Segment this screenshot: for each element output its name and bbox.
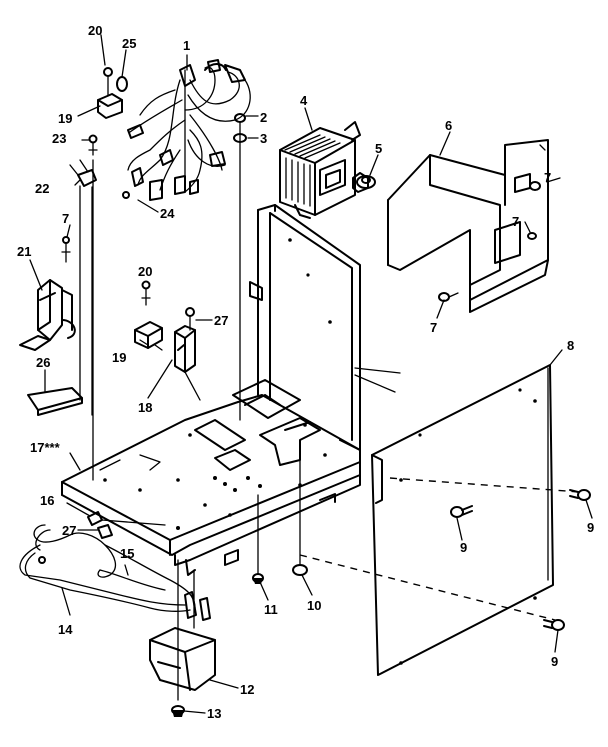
callout-1: 1 bbox=[183, 38, 190, 53]
leader-lines bbox=[29, 34, 593, 714]
callout-7-middle: 7 bbox=[512, 214, 519, 229]
callout-12: 12 bbox=[240, 682, 254, 697]
callout-21: 21 bbox=[17, 244, 31, 259]
bracket-21 bbox=[19, 236, 76, 351]
callout-10: 10 bbox=[307, 598, 321, 613]
screw-9a bbox=[450, 505, 473, 518]
callout-14: 14 bbox=[58, 622, 73, 637]
callout-27-lower: 27 bbox=[62, 523, 76, 538]
callout-7-left: 7 bbox=[62, 211, 69, 226]
callout-16: 16 bbox=[40, 493, 54, 508]
callout-5: 5 bbox=[375, 141, 382, 156]
screw-13 bbox=[171, 705, 185, 717]
callout-20-upper: 20 bbox=[88, 23, 102, 38]
callout-labels: 1 2 3 4 5 6 7 7 7 7 8 9 9 9 10 11 12 13 … bbox=[17, 23, 594, 721]
callout-25: 25 bbox=[122, 36, 136, 51]
callout-27-upper: 27 bbox=[214, 313, 228, 328]
screw-7-right bbox=[438, 181, 541, 302]
callout-19-lower: 19 bbox=[112, 350, 126, 365]
callout-15: 15 bbox=[120, 546, 134, 561]
transformer-4 bbox=[279, 121, 369, 219]
callout-19-upper: 19 bbox=[58, 111, 72, 126]
callout-13: 13 bbox=[207, 706, 221, 721]
callout-2: 2 bbox=[260, 110, 267, 125]
callout-6: 6 bbox=[445, 118, 452, 133]
wire-harness-1 bbox=[122, 59, 251, 201]
relay-19-upper bbox=[69, 67, 128, 481]
chassis bbox=[61, 204, 361, 576]
callout-18: 18 bbox=[138, 400, 152, 415]
screw-9c bbox=[543, 619, 565, 631]
callout-26: 26 bbox=[36, 355, 50, 370]
callout-7-lower: 7 bbox=[430, 320, 437, 335]
switch-18 bbox=[174, 307, 201, 401]
screw-9b bbox=[569, 489, 591, 501]
callout-3: 3 bbox=[260, 131, 267, 146]
wire-set-14-15 bbox=[19, 511, 211, 621]
bracket-12 bbox=[149, 559, 216, 701]
callout-7-upper: 7 bbox=[544, 170, 551, 185]
callout-22: 22 bbox=[35, 181, 49, 196]
grommet-5 bbox=[356, 175, 376, 189]
callout-17: 17*** bbox=[30, 440, 61, 455]
callout-4: 4 bbox=[300, 93, 308, 108]
relay-19-lower bbox=[134, 280, 163, 349]
callout-23: 23 bbox=[52, 131, 66, 146]
callout-20-lower: 20 bbox=[138, 264, 152, 279]
screw-11 bbox=[252, 494, 264, 584]
cover-bracket-6 bbox=[387, 139, 549, 313]
insulator-26 bbox=[27, 387, 83, 416]
callout-8: 8 bbox=[567, 338, 574, 353]
callout-9-b: 9 bbox=[587, 520, 594, 535]
callout-9-c: 9 bbox=[551, 654, 558, 669]
callout-11: 11 bbox=[264, 602, 278, 617]
screw-2-washer-3 bbox=[233, 113, 247, 421]
rear-panel-8 bbox=[371, 364, 554, 676]
callout-9-a: 9 bbox=[460, 540, 467, 555]
callout-24: 24 bbox=[160, 206, 175, 221]
screw-10 bbox=[292, 439, 308, 576]
